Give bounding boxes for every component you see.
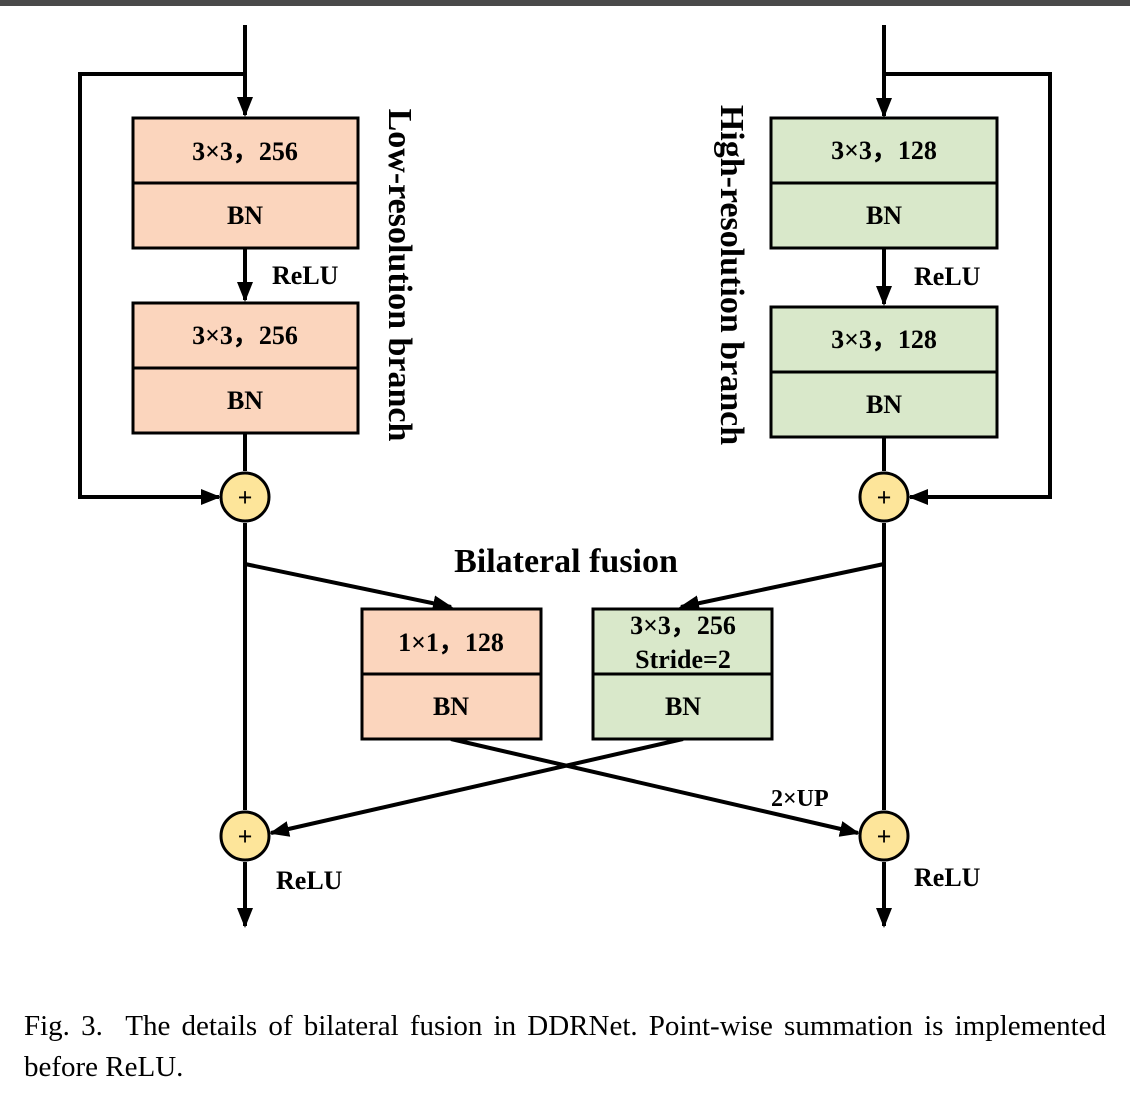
high-output-activation: ReLU [914, 863, 981, 892]
fusion-high-norm: BN [665, 692, 701, 721]
low-block-1: 3×3，256 BN [131, 116, 360, 250]
high-branch-connectors [876, 25, 1052, 928]
high-block-2-conv: 3×3，128 [831, 325, 937, 354]
upsample-label: 2×UP [771, 786, 829, 812]
low-fusion-sum-symbol: + [238, 822, 253, 851]
low-to-fusion-arrow [244, 562, 453, 612]
fusion-high-stride: Stride=2 [635, 645, 731, 674]
high-to-fusion-arrow [679, 562, 885, 612]
high-residual-sum-symbol: + [877, 483, 892, 512]
caption-text: The details of bilateral fusion in DDRNe… [24, 1010, 1107, 1083]
figure-label: Fig. 3. [24, 1010, 103, 1042]
fusion-high-conv: 3×3，256 [630, 611, 736, 640]
low-output-activation: ReLU [276, 866, 343, 895]
figure-caption: Fig. 3. The details of bilateral fusion … [24, 1006, 1106, 1088]
high-activation-label: ReLU [914, 262, 981, 291]
low-branch-title: Low-resolution branch [381, 109, 418, 442]
high-block-2-norm: BN [866, 390, 902, 419]
high-branch-title: High-resolution branch [713, 105, 750, 445]
high-fusion-sum-node: + [858, 810, 910, 862]
low-block-2-norm: BN [227, 386, 263, 415]
low-residual-skip [78, 72, 245, 505]
low-block-1-norm: BN [227, 201, 263, 230]
low-block-1-conv: 3×3，256 [192, 137, 298, 166]
bilateral-fusion-diagram: 3×3，256 BN ReLU 3×3，256 BN 3×3，128 BN Re… [78, 25, 1052, 928]
fusion-to-high-sum-arrow [450, 737, 860, 837]
fusion-low-norm: BN [433, 692, 469, 721]
fusion-low-block: 1×1，128 BN [360, 607, 543, 741]
high-block-1-conv: 3×3，128 [831, 136, 937, 165]
low-activation-label: ReLU [272, 261, 339, 290]
low-residual-sum-node: + [219, 471, 271, 523]
high-residual-skip [884, 72, 1052, 505]
high-fusion-sum-symbol: + [877, 822, 892, 851]
low-fusion-sum-node: + [219, 810, 271, 862]
low-block-2: 3×3，256 BN [131, 301, 360, 435]
high-block-1-norm: BN [866, 201, 902, 230]
high-residual-sum-node: + [858, 471, 910, 523]
fusion-to-low-sum-arrow [269, 737, 684, 837]
low-branch-connectors [78, 25, 253, 928]
low-residual-sum-symbol: + [238, 483, 253, 512]
high-block-1: 3×3，128 BN [769, 116, 999, 250]
fusion-high-block: 3×3，256 Stride=2 BN [591, 607, 774, 741]
high-block-2: 3×3，128 BN [769, 305, 999, 439]
fusion-title: Bilateral fusion [454, 543, 678, 580]
fusion-low-conv: 1×1，128 [398, 628, 504, 657]
window-top-border [0, 0, 1130, 6]
fusion-connectors [244, 562, 885, 837]
low-block-2-conv: 3×3，256 [192, 321, 298, 350]
